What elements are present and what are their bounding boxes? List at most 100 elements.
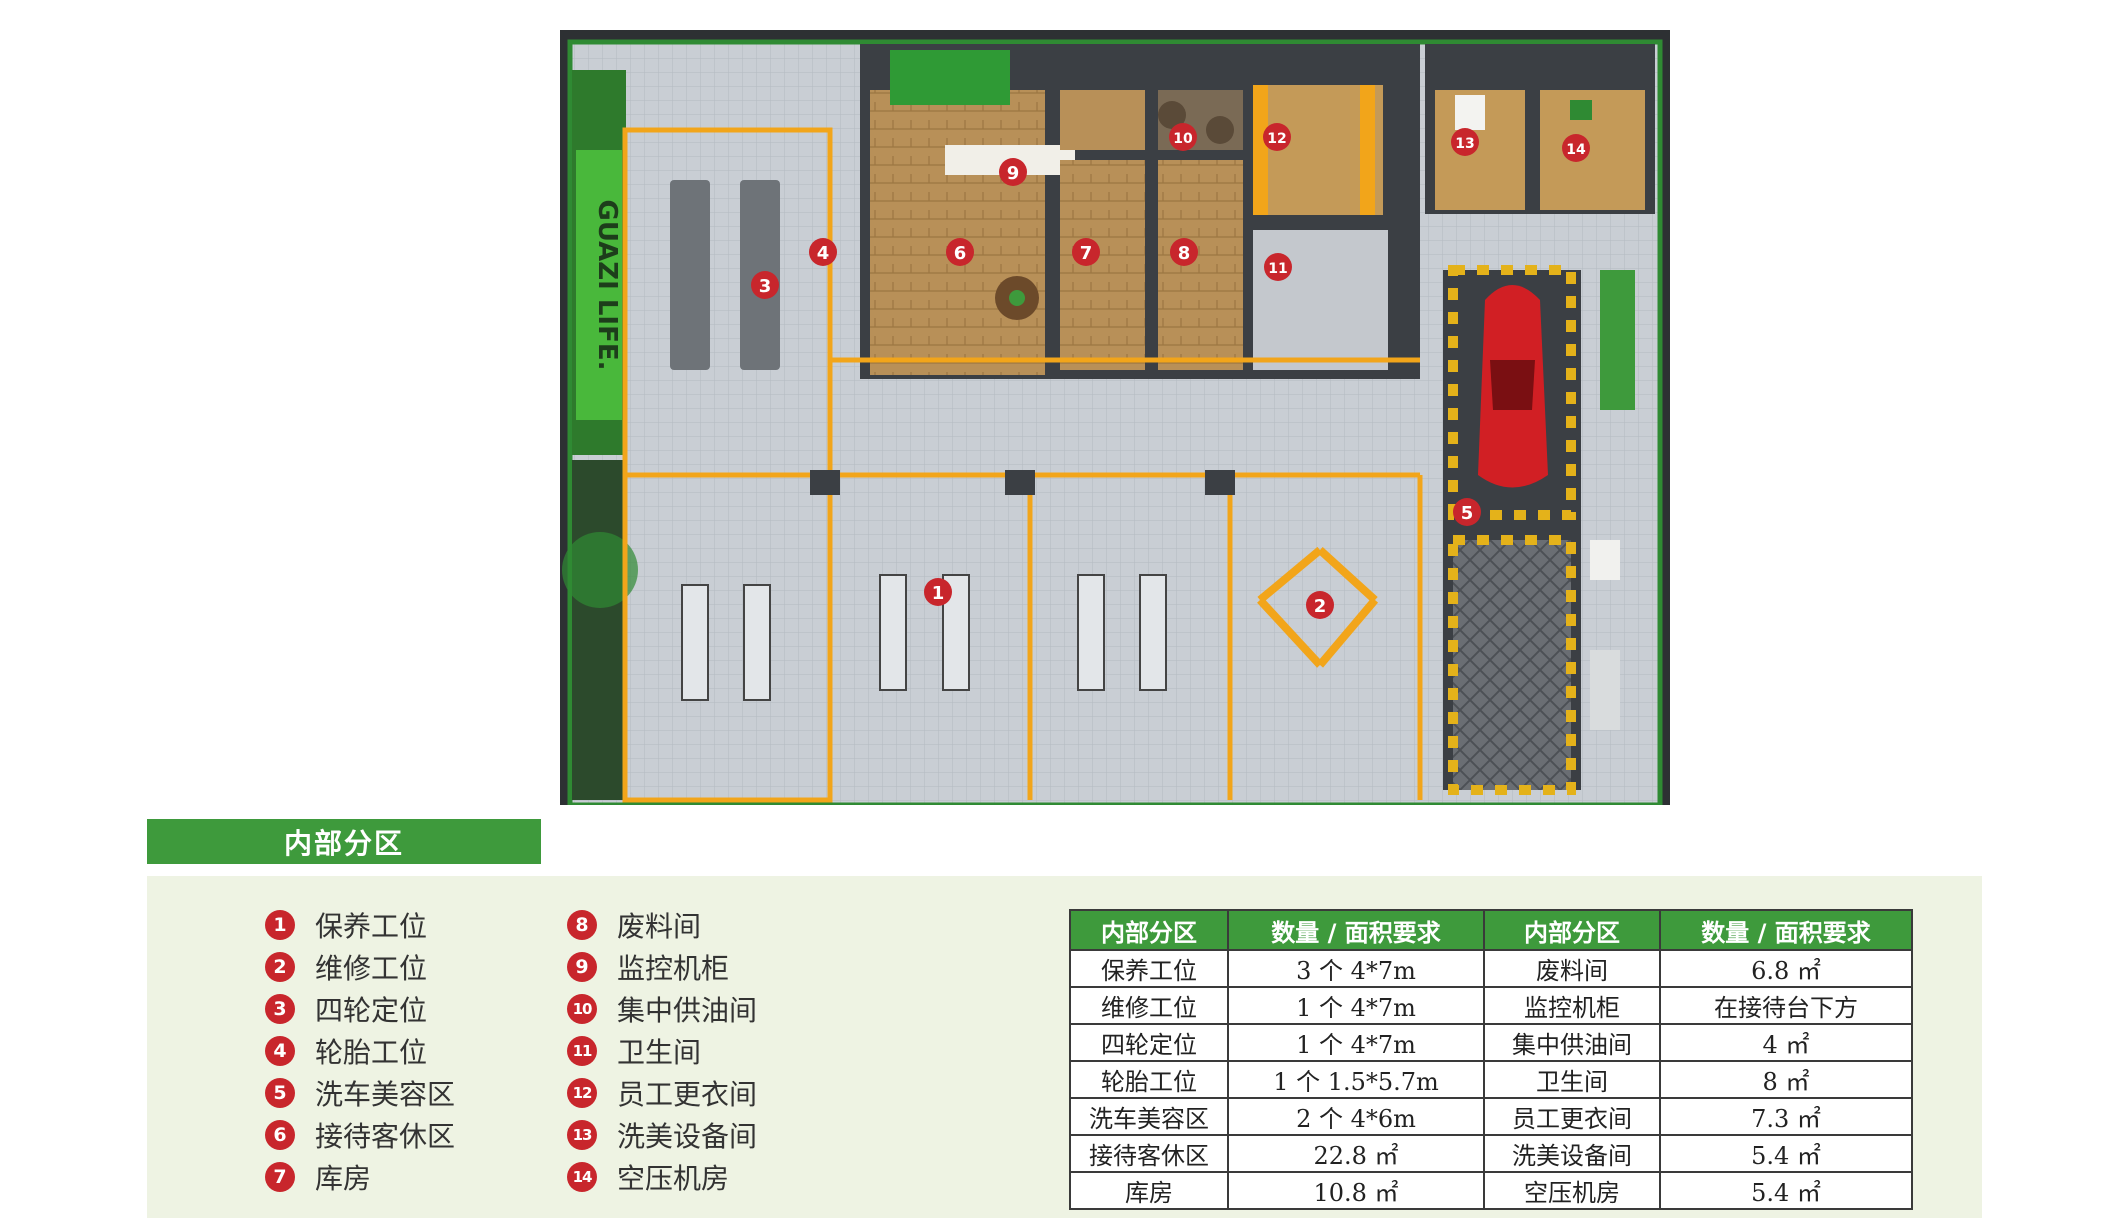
table-cell: 1 个 4*7m bbox=[1227, 1023, 1485, 1062]
legend-label: 员工更衣间 bbox=[617, 1078, 758, 1111]
svg-text:14: 14 bbox=[1566, 142, 1586, 158]
legend-label: 洗车美容区 bbox=[315, 1078, 456, 1111]
table-cell: 1 个 4*7m bbox=[1227, 986, 1485, 1025]
table-cell: 洗美设备间 bbox=[1483, 1134, 1661, 1173]
reception-area bbox=[870, 90, 1045, 375]
legend-item: 12 员工更衣间 bbox=[567, 1072, 757, 1114]
legend-label: 废料间 bbox=[617, 910, 702, 943]
floor-plan: GUAZI LIFE. bbox=[560, 30, 1670, 805]
legend-item: 13 洗美设备间 bbox=[567, 1114, 757, 1156]
marker-8: 8 bbox=[1170, 238, 1198, 266]
compressor-room-area bbox=[1540, 90, 1645, 210]
table-cell: 保养工位 bbox=[1069, 949, 1229, 988]
marker-5: 5 bbox=[1453, 498, 1481, 526]
table-cell: 空压机房 bbox=[1483, 1171, 1661, 1210]
legend-number: 3 bbox=[265, 994, 295, 1024]
repair-lift bbox=[1257, 546, 1379, 668]
legend-number: 13 bbox=[567, 1120, 597, 1150]
brand-wall-text: GUAZI LIFE. bbox=[592, 200, 622, 371]
marker-7: 7 bbox=[1072, 238, 1100, 266]
legend-label: 四轮定位 bbox=[315, 994, 428, 1027]
legend-label: 洗美设备间 bbox=[617, 1120, 758, 1153]
svg-text:7: 7 bbox=[1080, 243, 1093, 264]
svg-text:3: 3 bbox=[759, 276, 772, 297]
legend-item: 8 废料间 bbox=[567, 904, 757, 946]
marker-13: 13 bbox=[1451, 128, 1479, 156]
table-cell: 8 ㎡ bbox=[1659, 1060, 1913, 1099]
legend-label: 空压机房 bbox=[617, 1162, 730, 1195]
marker-11: 11 bbox=[1264, 253, 1292, 281]
legend-item: 5 洗车美容区 bbox=[265, 1072, 455, 1114]
legend-item: 9 监控机柜 bbox=[567, 946, 757, 988]
legend-label: 维修工位 bbox=[315, 952, 428, 985]
legend-number: 9 bbox=[567, 952, 597, 982]
table-cell: 2 个 4*6m bbox=[1227, 1097, 1485, 1136]
legend-number: 5 bbox=[265, 1078, 295, 1108]
legend-item: 7 库房 bbox=[265, 1156, 455, 1198]
legend-label: 监控机柜 bbox=[617, 952, 730, 985]
table-cell: 6.8 ㎡ bbox=[1659, 949, 1913, 988]
svg-text:4: 4 bbox=[817, 243, 830, 264]
legend-number: 4 bbox=[265, 1036, 295, 1066]
table-cell: 员工更衣间 bbox=[1483, 1097, 1661, 1136]
legend-number: 12 bbox=[567, 1078, 597, 1108]
svg-text:10: 10 bbox=[1173, 131, 1193, 147]
svg-text:8: 8 bbox=[1178, 243, 1191, 264]
table-cell: 5.4 ㎡ bbox=[1659, 1134, 1913, 1173]
legend-label: 库房 bbox=[315, 1162, 372, 1195]
toilet-area bbox=[1253, 230, 1388, 370]
legend-label: 集中供油间 bbox=[617, 994, 758, 1027]
table-cell: 7.3 ㎡ bbox=[1659, 1097, 1913, 1136]
table-cell: 维修工位 bbox=[1069, 986, 1229, 1025]
table-cell: 四轮定位 bbox=[1069, 1023, 1229, 1062]
legend-number: 1 bbox=[265, 910, 295, 940]
table-header: 内部分区 bbox=[1483, 909, 1661, 951]
section-title-bar: 内部分区 bbox=[147, 819, 541, 864]
legend-number: 2 bbox=[265, 952, 295, 982]
legend-number: 14 bbox=[567, 1162, 597, 1192]
wash-grate bbox=[1453, 540, 1571, 790]
svg-text:9: 9 bbox=[1007, 163, 1020, 184]
table-cell: 22.8 ㎡ bbox=[1227, 1134, 1485, 1173]
table-cell: 卫生间 bbox=[1483, 1060, 1661, 1099]
table-cell: 轮胎工位 bbox=[1069, 1060, 1229, 1099]
marker-9: 9 bbox=[999, 158, 1027, 186]
table-header: 数量 / 面积要求 bbox=[1659, 909, 1913, 951]
svg-text:11: 11 bbox=[1268, 261, 1287, 277]
svg-text:1: 1 bbox=[932, 583, 945, 604]
section-title: 内部分区 bbox=[283, 826, 404, 860]
marker-12: 12 bbox=[1263, 123, 1291, 151]
table-cell: 废料间 bbox=[1483, 949, 1661, 988]
legend-number: 8 bbox=[567, 910, 597, 940]
table-cell: 1 个 1.5*5.7m bbox=[1227, 1060, 1485, 1099]
legend-number: 7 bbox=[265, 1162, 295, 1192]
table-cell: 集中供油间 bbox=[1483, 1023, 1661, 1062]
marker-2: 2 bbox=[1306, 591, 1334, 619]
table-cell: 库房 bbox=[1069, 1171, 1229, 1210]
marker-3: 3 bbox=[751, 271, 779, 299]
table-cell: 3 个 4*7m bbox=[1227, 949, 1485, 988]
table-cell: 监控机柜 bbox=[1483, 986, 1661, 1025]
legend-number: 11 bbox=[567, 1036, 597, 1066]
marker-1: 1 bbox=[924, 578, 952, 606]
table-cell: 洗车美容区 bbox=[1069, 1097, 1229, 1136]
table-header: 内部分区 bbox=[1069, 909, 1229, 951]
table-cell: 接待客休区 bbox=[1069, 1134, 1229, 1173]
table-cell: 10.8 ㎡ bbox=[1227, 1171, 1485, 1210]
legend-number: 6 bbox=[265, 1120, 295, 1150]
marker-6: 6 bbox=[946, 238, 974, 266]
